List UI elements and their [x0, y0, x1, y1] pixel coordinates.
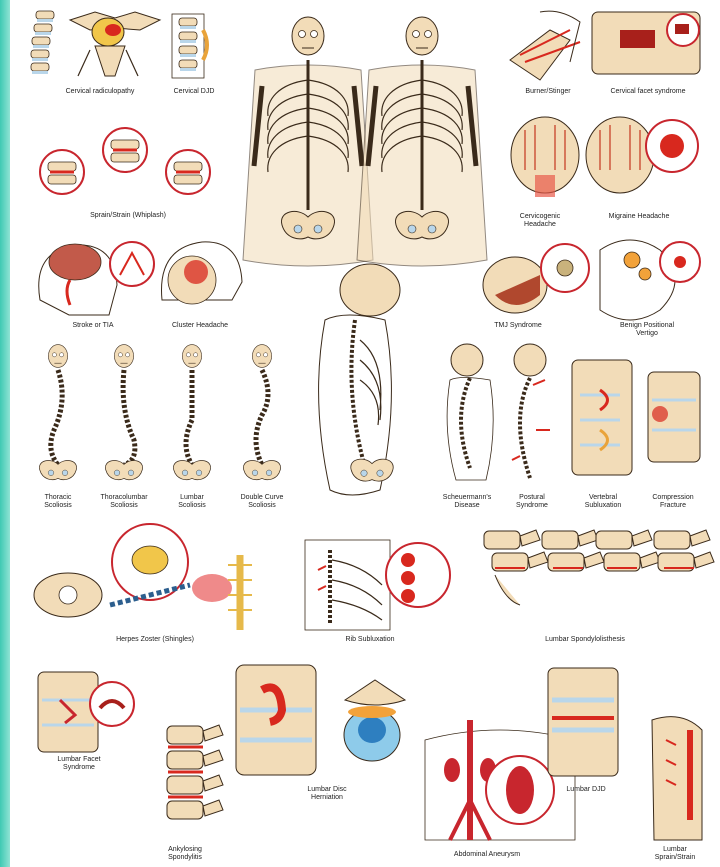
tmj-syndrome-illustration [482, 243, 590, 314]
label-cervicogenic-headache: Cervicogenic Headache [519, 213, 561, 228]
label-benign-positional-vertigo: Benign Positional Vertigo [619, 322, 675, 337]
postural-syndrome-illustration [511, 343, 550, 479]
label-lumbar-disc-herniation: Lumbar Disc Herniation [307, 786, 347, 801]
burner-stinger-illustration [509, 10, 581, 81]
lumbar-djd-illustration [547, 667, 619, 777]
compression-fracture-illustration [647, 371, 701, 463]
label-cluster-headache: Cluster Headache [171, 322, 229, 329]
label-abdominal-aneurysm: Abdominal Aneurysm [453, 851, 521, 858]
label-vertebral-subluxation: Vertebral Subluxation [584, 494, 622, 509]
label-lumbar-djd: Lumbar DJD [566, 786, 606, 793]
lumbar-sprain-strain-illustration [651, 716, 703, 841]
label-ankylosing-spondylitis: Ankylosing Spondylitis [168, 846, 202, 861]
thoracic-scoliosis-illustration [39, 344, 77, 481]
label-burner-stinger: Burner/Stinger [525, 88, 571, 95]
posterior-skeleton-illustration [242, 16, 374, 267]
label-scheuermanns-disease: Scheuermann's Disease [442, 494, 492, 509]
label-thoracolumbar-scoliosis: Thoracolumbar Scoliosis [100, 494, 148, 509]
label-lumbar-spondylolisthesis: Lumbar Spondylolisthesis [545, 636, 625, 643]
benign-positional-vertigo-illustration [599, 239, 701, 321]
label-double-curve-scoliosis: Double Curve Scoliosis [240, 494, 284, 509]
label-herpes-zoster: Herpes Zoster (Shingles) [116, 636, 194, 643]
label-lumbar-facet-syndrome: Lumbar Facet Syndrome [57, 756, 101, 771]
whiplash-illustration [38, 126, 212, 196]
lumbar-disc-herniation-illustration [235, 664, 407, 776]
label-thoracic-scoliosis: Thoracic Scoliosis [44, 494, 72, 509]
label-migraine-headache: Migraine Headache [608, 213, 670, 220]
label-rib-subluxation: Rib Subluxation [345, 636, 395, 643]
label-tmj-syndrome: TMJ Syndrome [494, 322, 542, 329]
scheuermanns-disease-illustration [446, 343, 494, 481]
teal-page-edge [0, 0, 10, 867]
label-lumbar-scoliosis: Lumbar Scoliosis [178, 494, 206, 509]
label-cervical-facet-syndrome: Cervical facet syndrome [610, 88, 686, 95]
label-cervical-radiculopathy: Cervical radiculopathy [65, 88, 135, 95]
lumbar-spondylolisthesis-illustration [483, 529, 715, 606]
label-lumbar-sprain-strain: Lumbar Sprain/Strain [654, 846, 696, 861]
cervicogenic-headache-illustration [510, 116, 580, 197]
cervical-djd-illustration [171, 13, 209, 79]
label-cervical-djd: Cervical DJD [173, 88, 215, 95]
cluster-headache-illustration [161, 241, 243, 305]
ankylosing-spondylitis-illustration [166, 724, 224, 820]
cervical-facet-illustration [591, 11, 701, 75]
label-compression-fracture: Compression Fracture [652, 494, 694, 509]
cervical-radiculopathy-illustration [30, 10, 162, 77]
label-stroke-tia: Stroke or TIA [72, 322, 114, 329]
abdominal-aneurysm-illustration [424, 720, 576, 841]
herpes-zoster-illustration [33, 523, 252, 630]
label-postural-syndrome: Postural Syndrome [516, 494, 548, 509]
vertebral-subluxation-illustration [571, 359, 633, 476]
rib-subluxation-illustration [304, 539, 451, 631]
double-curve-scoliosis-illustration [243, 344, 281, 481]
lumbar-facet-syndrome-illustration [37, 671, 135, 753]
lateral-skeleton-illustration [318, 263, 401, 496]
anterior-skeleton-illustration [356, 16, 488, 267]
lumbar-scoliosis-illustration [173, 344, 211, 481]
migraine-headache-illustration [585, 116, 699, 194]
thoracolumbar-scoliosis-illustration [105, 344, 143, 481]
stroke-tia-illustration [38, 241, 155, 316]
label-whiplash: Sprain/Strain (Whiplash) [90, 212, 166, 219]
